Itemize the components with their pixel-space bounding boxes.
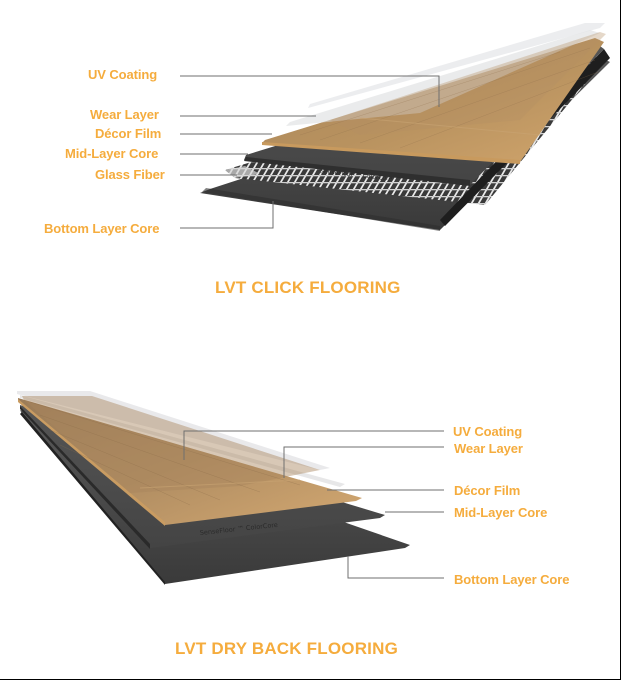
dry-back-label-bottom-layer-core: Bottom Layer Core <box>454 572 570 587</box>
dry-back-leader-lines <box>183 430 444 579</box>
dry-back-flooring-title: LVT DRY BACK FLOORING <box>175 639 398 658</box>
dry-back-label-wear-layer: Wear Layer <box>454 441 523 456</box>
click-plank-illustration: SenseFloor ™ ColorCore <box>200 23 610 231</box>
click-label-mid-layer-core: Mid-Layer Core <box>65 146 159 161</box>
click-label-wear-layer: Wear Layer <box>90 107 159 122</box>
click-leader-lines <box>180 75 440 229</box>
click-label-bottom-layer-core: Bottom Layer Core <box>44 221 160 236</box>
dry-back-plank-illustration: SenseFloor ™ ColorCore <box>17 391 410 585</box>
dry-back-label-decor-film: Décor Film <box>454 483 521 498</box>
click-flooring-title: LVT CLICK FLOORING <box>215 278 401 297</box>
dry-back-label-mid-layer-core: Mid-Layer Core <box>454 505 548 520</box>
click-label-decor-film: Décor Film <box>95 126 162 141</box>
dry-back-label-uv-coating: UV Coating <box>453 424 523 439</box>
click-label-uv-coating: UV Coating <box>88 67 158 82</box>
click-label-glass-fiber: Glass Fiber <box>95 167 165 182</box>
